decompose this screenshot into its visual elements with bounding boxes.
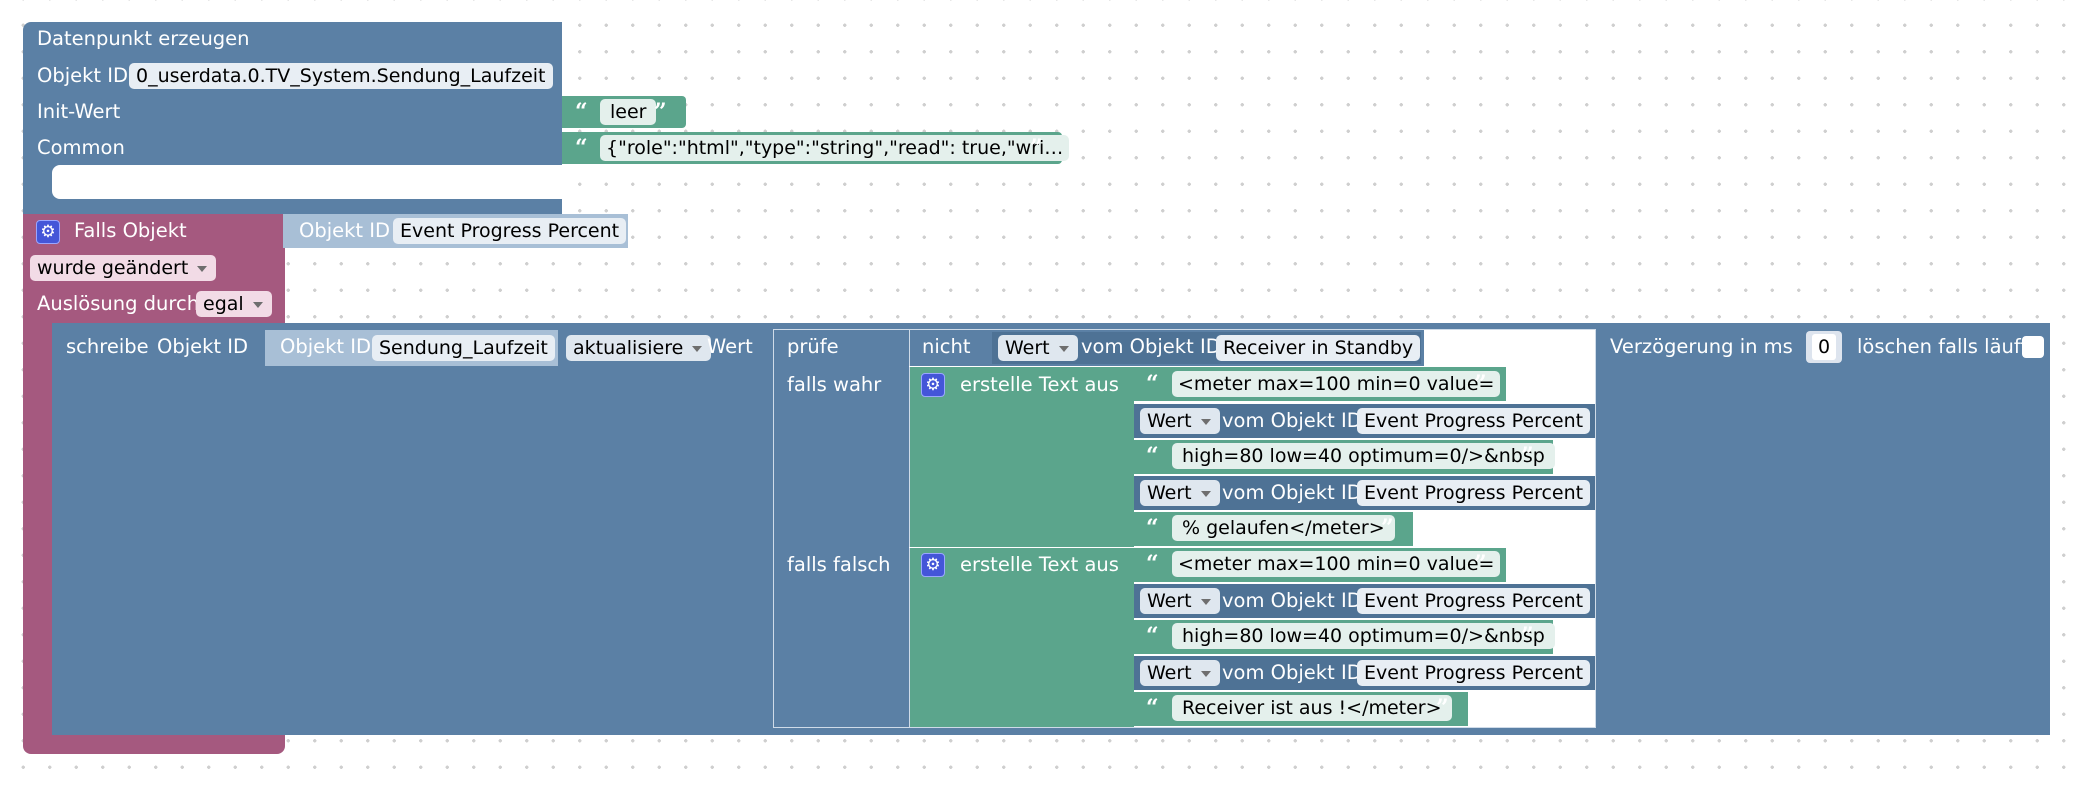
true-string-1-field[interactable]: <meter max=100 min=0 value= (1172, 371, 1501, 397)
write-wert-label: Wert (707, 335, 753, 358)
gear-icon[interactable]: ⚙ (921, 553, 945, 577)
write-mode-dropdown[interactable]: aktualisiere (566, 335, 712, 361)
write-label: schreibe (66, 335, 149, 358)
true-string-3-field[interactable]: % gelaufen</meter> (1172, 515, 1395, 541)
open-quote-icon: “ (575, 135, 588, 161)
close-quote-icon: ” (1474, 551, 1487, 577)
trigger-condition-dropdown[interactable]: wurde geändert (30, 255, 217, 281)
create-block-title: Datenpunkt erzeugen (37, 27, 250, 50)
false-value-1-wert-dropdown[interactable]: Wert (1140, 588, 1220, 614)
true-value-1-wert-dropdown[interactable]: Wert (1140, 408, 1220, 434)
gear-icon[interactable]: ⚙ (36, 220, 60, 244)
false-string-1-field[interactable]: <meter max=100 min=0 value= (1172, 551, 1501, 577)
write-target-objekt-id-field[interactable]: Sendung_Laufzeit (372, 335, 555, 361)
close-quote-icon: ” (1521, 623, 1534, 649)
close-quote-icon: ” (1030, 135, 1043, 161)
false-value-1-object-field[interactable]: Event Progress Percent (1357, 588, 1591, 614)
delay-number-field[interactable]: 0 (1812, 334, 1836, 360)
create-objekt-id-label: Objekt ID (37, 64, 129, 87)
true-join-block[interactable] (909, 367, 1134, 547)
close-quote-icon: ” (1436, 695, 1449, 721)
false-string-2-field[interactable]: high=80 low=40 optimum=0/>&nbsp (1172, 623, 1555, 649)
false-join-block[interactable] (909, 548, 1134, 727)
gear-icon[interactable]: ⚙ (921, 373, 945, 397)
write-objekt-id-label: Objekt ID (157, 335, 249, 358)
true-value-2-object-field[interactable]: Event Progress Percent (1357, 480, 1591, 506)
true-string-2-field[interactable]: high=80 low=40 optimum=0/>&nbsp (1172, 443, 1555, 469)
ausloesung-dropdown[interactable]: egal (196, 291, 272, 317)
ternary-check-label: prüfe (787, 335, 839, 358)
common-label: Common (37, 136, 125, 159)
open-quote-icon: “ (1146, 515, 1159, 541)
false-value-2-vom-label: vom Objekt ID (1222, 661, 1362, 684)
open-quote-icon: “ (1146, 623, 1159, 649)
close-quote-icon: ” (654, 99, 667, 125)
common-text-field[interactable]: {"role":"html","type":"string","read": t… (600, 135, 1070, 161)
close-quote-icon: ” (1474, 371, 1487, 397)
true-join-label: erstelle Text aus (960, 373, 1119, 396)
delay-label: Verzögerung in ms (1610, 335, 1793, 358)
condition-wert-dropdown[interactable]: Wert (998, 335, 1078, 361)
false-value-1-vom-label: vom Objekt ID (1222, 589, 1362, 612)
true-value-1-object-field[interactable]: Event Progress Percent (1357, 408, 1591, 434)
ternary-false-label: falls falsch (787, 553, 891, 576)
trigger-objekt-id-label: Objekt ID (299, 219, 391, 242)
true-value-2-wert-dropdown[interactable]: Wert (1140, 480, 1220, 506)
create-objekt-id-field[interactable]: 0_userdata.0.TV_System.Sendung_Laufzeit (129, 63, 553, 89)
close-quote-icon: ” (1381, 515, 1394, 541)
delay-number-block[interactable]: 0 (1806, 331, 1842, 363)
trigger-title: Falls Objekt (74, 219, 187, 242)
write-target-objekt-id-label: Objekt ID (280, 335, 372, 358)
ausloesung-label: Auslösung durch (37, 292, 200, 315)
open-quote-icon: “ (575, 99, 588, 125)
open-quote-icon: “ (1146, 371, 1159, 397)
open-quote-icon: “ (1146, 443, 1159, 469)
true-value-1-vom-label: vom Objekt ID (1222, 409, 1362, 432)
trigger-objekt-id-field[interactable]: Event Progress Percent (393, 218, 627, 244)
condition-vom-label: vom Objekt ID (1081, 335, 1221, 358)
false-value-2-wert-dropdown[interactable]: Wert (1140, 660, 1220, 686)
close-quote-icon: ” (1521, 443, 1534, 469)
true-value-2-vom-label: vom Objekt ID (1222, 481, 1362, 504)
init-wert-label: Init-Wert (37, 100, 121, 123)
not-label: nicht (922, 335, 971, 358)
false-string-3-field[interactable]: Receiver ist aus !</meter> (1172, 695, 1452, 721)
ternary-true-label: falls wahr (787, 373, 882, 396)
init-value-text-field[interactable]: leer (600, 99, 657, 125)
clear-if-running-label: löschen falls läuft (1857, 335, 2029, 358)
false-join-label: erstelle Text aus (960, 553, 1119, 576)
false-value-2-object-field[interactable]: Event Progress Percent (1357, 660, 1591, 686)
open-quote-icon: “ (1146, 551, 1159, 577)
create-block-statement-slot (52, 165, 562, 199)
open-quote-icon: “ (1146, 695, 1159, 721)
clear-if-running-checkbox[interactable] (2022, 336, 2044, 358)
condition-object-field[interactable]: Receiver in Standby (1216, 335, 1421, 361)
